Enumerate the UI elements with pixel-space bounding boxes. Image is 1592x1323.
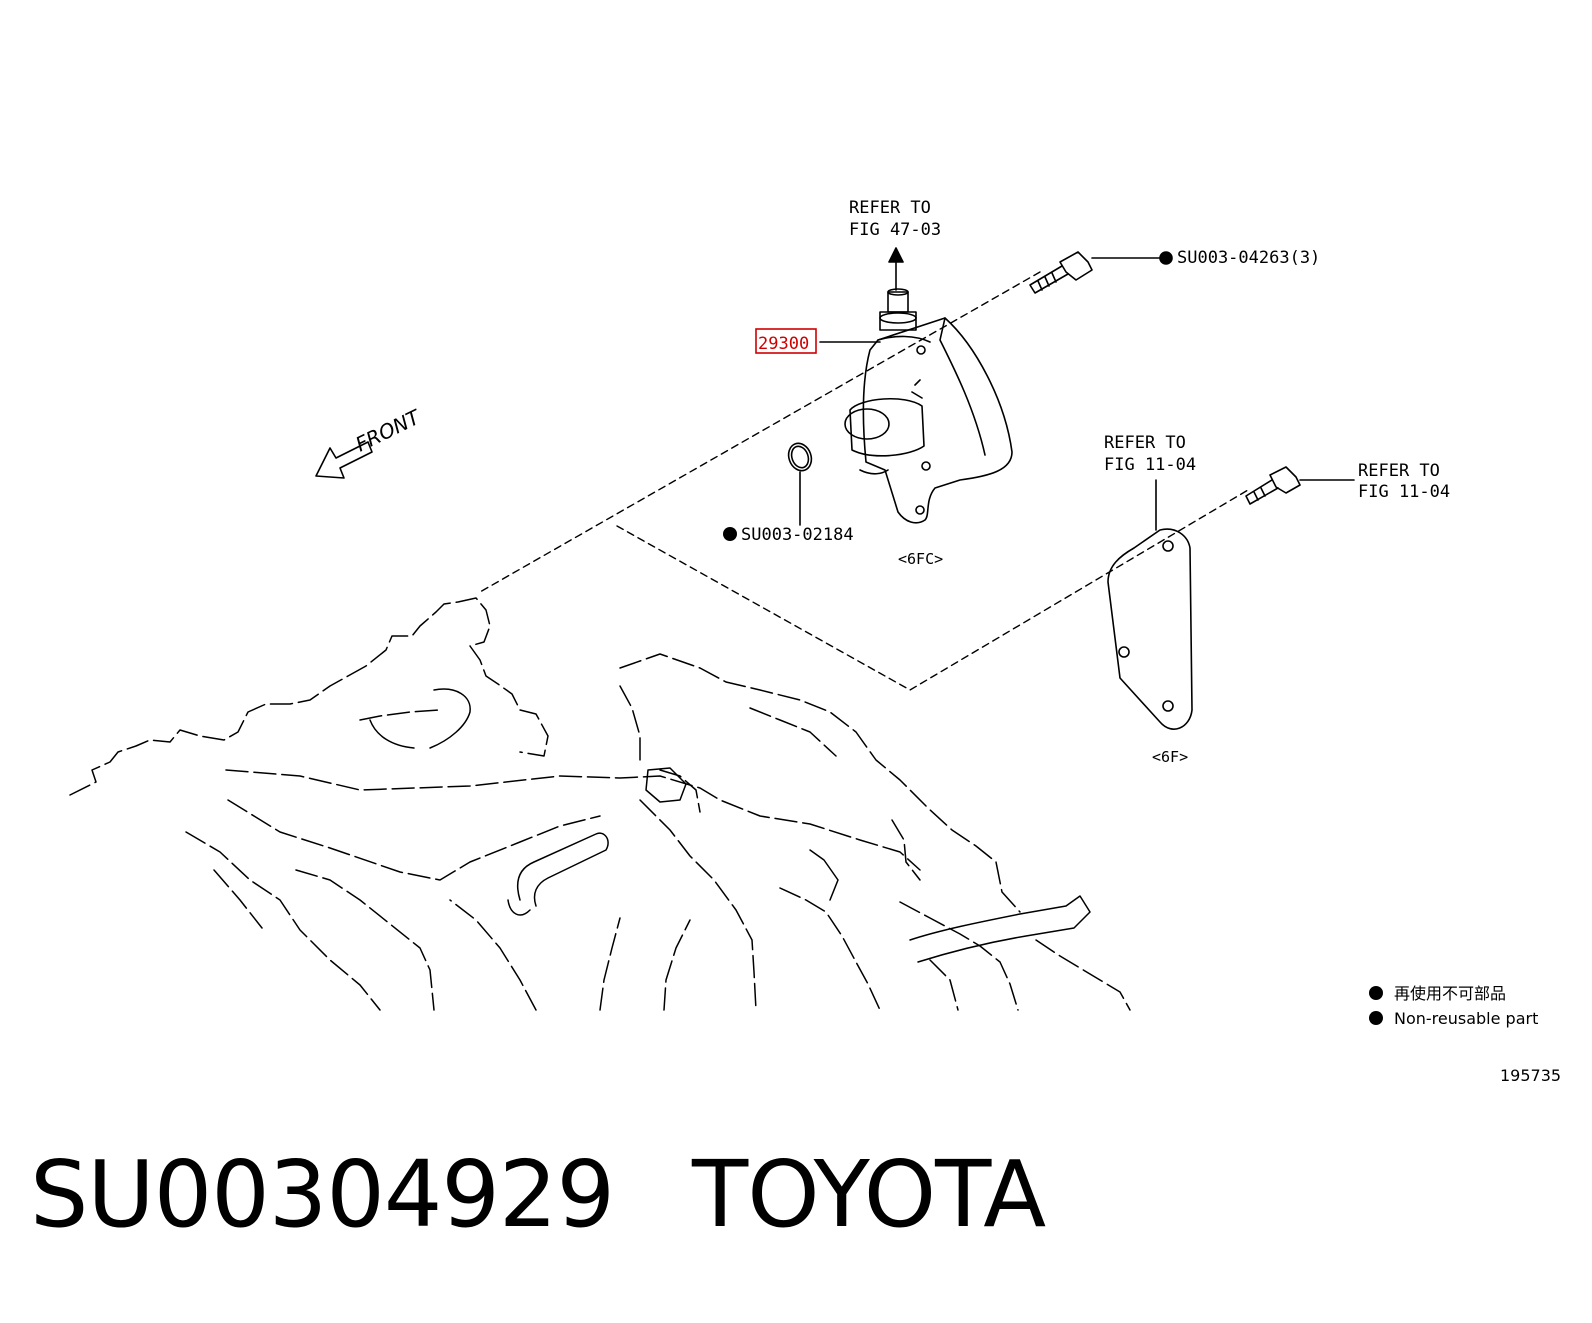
- caption-part-number: SU00304929: [30, 1141, 614, 1248]
- legend-dot-icon-en: [1369, 1011, 1383, 1025]
- o-ring-icon: [785, 440, 815, 525]
- refer-fig-11-04-b-line1: REFER TO: [1358, 461, 1440, 481]
- caption-brand: TOYOTA: [692, 1141, 1045, 1248]
- legend-jp: 再使用不可部品: [1394, 984, 1506, 1003]
- refer-fig-11-04-b-line2: FIG 11-04: [1358, 482, 1450, 502]
- code-6f: <6F>: [1152, 748, 1188, 766]
- engine-block-drawing: [70, 598, 1130, 1010]
- figure-number: 195735: [1500, 1066, 1561, 1085]
- legend-dot-icon-jp: [1369, 986, 1383, 1000]
- dashed-assembly-lines: [480, 272, 1248, 690]
- bolt-icon-lower: [1246, 467, 1354, 504]
- refer-fig-11-04-a-line2: FIG 11-04: [1104, 455, 1196, 475]
- non-reusable-dot-icon: [723, 527, 737, 541]
- bolt-part-number[interactable]: SU003-04263(3): [1177, 248, 1320, 268]
- refer-fig-47-03-line2: FIG 47-03: [849, 220, 941, 240]
- legend-en: Non-reusable part: [1394, 1009, 1538, 1028]
- o-ring-part-number[interactable]: SU003-02184: [741, 525, 854, 545]
- caption: SU00304929 TOYOTA: [30, 1140, 1045, 1250]
- refer-fig-47-03-line1: REFER TO: [849, 198, 931, 218]
- vacuum-pump-drawing: [845, 289, 1012, 523]
- part-29300-label[interactable]: 29300: [758, 334, 809, 354]
- front-label: FRONT: [352, 404, 426, 456]
- refer-fig-11-04-a-line1: REFER TO: [1104, 433, 1186, 453]
- arrow-up-icon: [889, 248, 903, 290]
- gasket-plate-drawing: [1108, 480, 1192, 729]
- code-6fc: <6FC>: [898, 550, 943, 568]
- bolt-icon-upper: [1030, 252, 1172, 293]
- engine-pipes: [370, 689, 1090, 962]
